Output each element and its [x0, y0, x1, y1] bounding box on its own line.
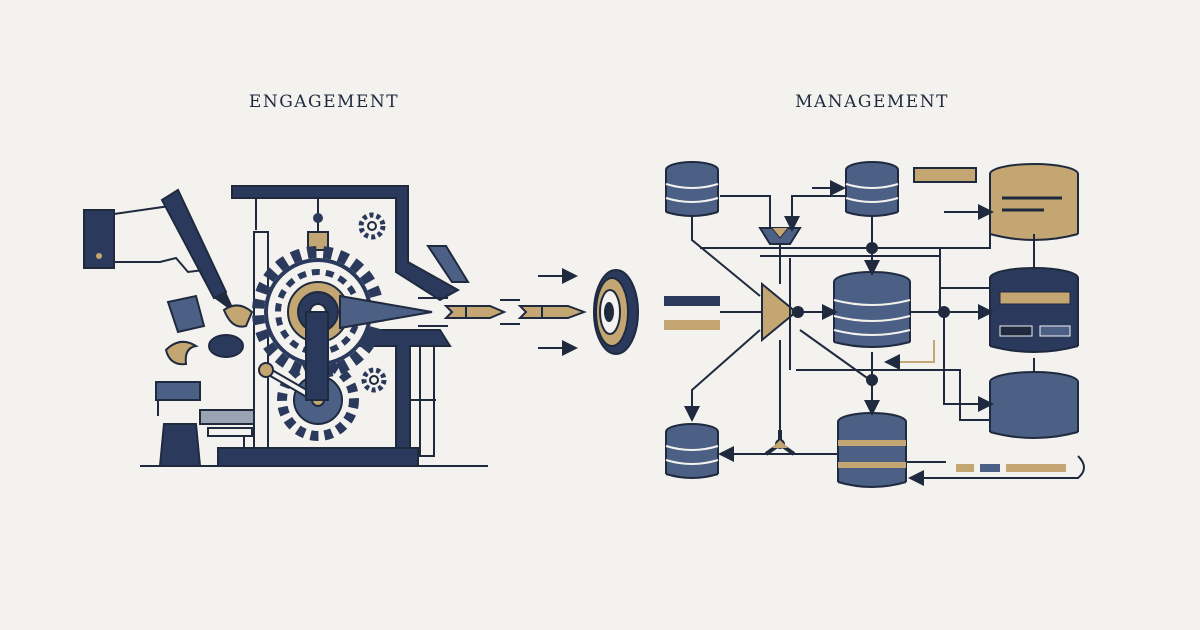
hand-icon — [83, 204, 206, 274]
junction-nodes — [792, 242, 950, 386]
document-storage-icon — [989, 163, 1079, 241]
storage-panel-icon — [989, 267, 1079, 353]
database-icon — [665, 161, 719, 217]
gear-mount — [307, 231, 329, 251]
label-bar — [913, 167, 977, 183]
status-bar — [956, 464, 974, 472]
engagement-heading: ENGAGEMENT — [248, 92, 400, 112]
raw-piece-icon — [166, 294, 206, 334]
database-icon — [665, 423, 719, 479]
status-bar — [1006, 464, 1066, 472]
projectile-icon — [443, 305, 507, 319]
projectile-icon — [517, 305, 587, 319]
database-icon — [989, 371, 1079, 439]
joint-node — [313, 213, 323, 223]
splitter-icon — [764, 430, 796, 456]
central-database-icon — [833, 271, 911, 348]
database-icon — [845, 161, 899, 217]
management-heading: MANAGEMENT — [795, 92, 949, 112]
raw-piece-icon — [208, 334, 244, 358]
feedback-arrow — [884, 340, 935, 370]
blade-icon — [339, 294, 433, 330]
archive-database-icon — [837, 412, 907, 488]
lever-joint — [258, 362, 274, 378]
piston-rod — [305, 311, 329, 401]
status-bar — [980, 464, 1000, 472]
small-gear-icon — [358, 212, 386, 240]
input-bar — [664, 296, 720, 306]
motion-lines — [418, 297, 520, 327]
target-icon — [593, 269, 639, 355]
small-gear-icon — [361, 367, 387, 393]
raw-piece-icon — [222, 304, 254, 328]
raw-piece-icon — [164, 340, 199, 366]
input-bar — [664, 320, 720, 330]
